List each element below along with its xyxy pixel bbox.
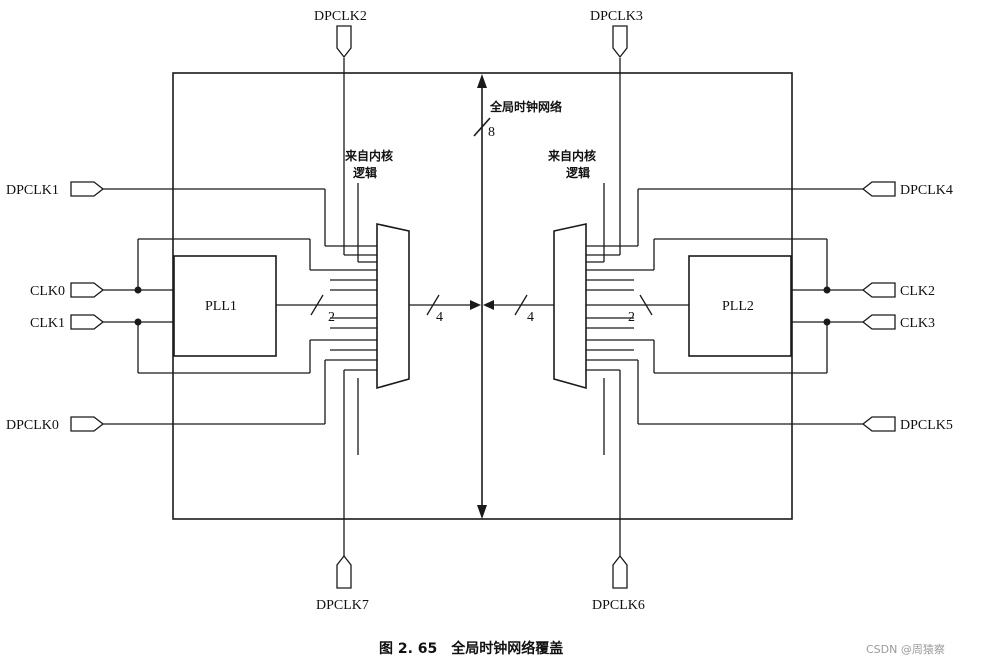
right-mux-bus-width: 4 — [527, 310, 534, 325]
dpclk6-pin-icon — [612, 554, 628, 589]
dpclk4-pin-icon — [861, 181, 896, 197]
pll1-block — [173, 255, 277, 357]
dpclk7-pin-icon — [336, 554, 352, 589]
figure-caption: 图 2. 65 全局时钟网络覆盖 — [379, 640, 563, 657]
watermark: CSDN @周猿察 — [866, 642, 945, 656]
dpclk4-net — [586, 188, 863, 247]
dpclk6-net — [586, 369, 621, 565]
global-network-label: 全局时钟网络 — [489, 99, 562, 114]
clk1-pin-icon — [70, 314, 105, 330]
left-core-logic-label-2: 逻辑 — [353, 165, 377, 180]
clk0-label: CLK0 — [30, 284, 65, 299]
dpclk5-net — [586, 359, 863, 425]
clk0-junction — [134, 286, 142, 294]
dpclk7-label: DPCLK7 — [316, 598, 369, 613]
clk2-junction — [823, 286, 831, 294]
dpclk1-pin-icon — [70, 181, 105, 197]
dpclk5-label: DPCLK5 — [900, 418, 953, 433]
pll2-block — [688, 255, 792, 357]
right-core-logic-net — [586, 183, 605, 263]
clk0-pin-icon — [70, 282, 105, 298]
clk3-pin-icon — [861, 314, 896, 330]
dpclk1-label: DPCLK1 — [6, 183, 59, 198]
dpclk2-label: DPCLK2 — [314, 9, 367, 24]
chip-outline — [172, 72, 793, 520]
dpclk3-net — [586, 58, 621, 256]
clk1-label: CLK1 — [30, 316, 65, 331]
dpclk2-pin-icon — [336, 25, 352, 59]
dpclk3-label: DPCLK3 — [590, 9, 643, 24]
left-core-logic-net — [357, 183, 377, 263]
pll2-output-bus — [586, 294, 689, 316]
pll2-label: PLL2 — [722, 299, 754, 314]
left-core-logic-label-1: 来自内核 — [344, 148, 393, 163]
left-mux-bus-width: 4 — [436, 310, 443, 325]
dpclk0-label: DPCLK0 — [6, 418, 59, 433]
global-clock-network-bus — [473, 74, 491, 519]
clk3-junction — [823, 318, 831, 326]
left-clock-mux — [376, 223, 410, 390]
dpclk4-label: DPCLK4 — [900, 183, 953, 198]
clk0-net — [103, 238, 377, 291]
right-clock-mux — [553, 223, 587, 390]
pll1-output-bus — [276, 294, 377, 316]
pll1-label: PLL1 — [205, 299, 237, 314]
dpclk3-pin-icon — [612, 25, 628, 59]
global-network-width: 8 — [488, 125, 495, 140]
right-mux-output — [483, 294, 554, 316]
dpclk1-net — [103, 188, 377, 247]
clk2-pin-icon — [861, 282, 896, 298]
dpclk0-net — [103, 359, 377, 425]
right-core-logic-label-1: 来自内核 — [547, 148, 596, 163]
clk3-label: CLK3 — [900, 316, 935, 331]
dpclk6-label: DPCLK6 — [592, 598, 645, 613]
clk2-label: CLK2 — [900, 284, 935, 299]
dpclk7-net — [343, 369, 377, 565]
right-core-logic-label-2: 逻辑 — [566, 165, 590, 180]
dpclk2-net — [343, 58, 377, 256]
left-mux-output — [409, 294, 481, 316]
dpclk5-pin-icon — [861, 416, 896, 432]
clk1-junction — [134, 318, 142, 326]
dpclk0-pin-icon — [70, 416, 105, 432]
